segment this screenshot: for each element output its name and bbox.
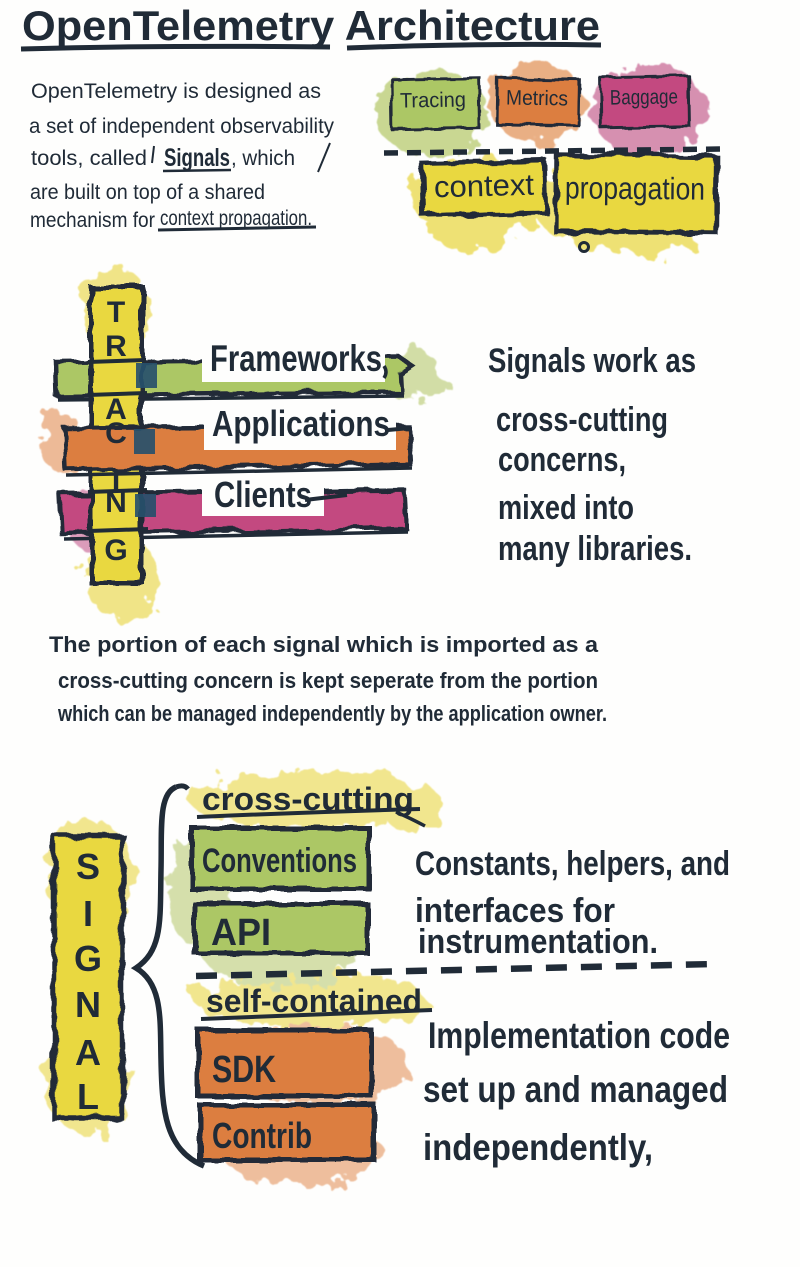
svg-text:I: I — [83, 893, 93, 934]
svg-text:context propagation.: context propagation. — [160, 207, 312, 230]
svg-text:, which: , which — [231, 147, 295, 170]
svg-text:SDK: SDK — [212, 1049, 276, 1091]
svg-text:L: L — [77, 1076, 99, 1117]
svg-text:cross-cutting concern is kept: cross-cutting concern is kept seperate f… — [58, 668, 598, 693]
svg-text:context: context — [434, 169, 536, 205]
svg-text:interfaces for: interfaces for — [415, 892, 615, 930]
svg-text:Signals: Signals — [164, 144, 230, 172]
svg-text:Applications: Applications — [212, 403, 390, 444]
svg-text:A: A — [105, 393, 127, 426]
svg-text:Contrib: Contrib — [212, 1115, 312, 1156]
svg-text:Signals work as: Signals work as — [488, 342, 696, 380]
svg-text:OpenTelemetry is designed as: OpenTelemetry is designed as — [31, 80, 321, 103]
svg-text:OpenTelemetry Architecture: OpenTelemetry Architecture — [22, 2, 600, 49]
svg-text:Conventions: Conventions — [202, 842, 357, 880]
svg-text:Constants, helpers, and: Constants, helpers, and — [415, 845, 730, 883]
svg-text:T: T — [107, 296, 125, 329]
svg-text:mechanism for: mechanism for — [30, 209, 155, 232]
svg-text:mixed into: mixed into — [498, 489, 634, 527]
svg-text:concerns,: concerns, — [498, 441, 626, 479]
svg-text:independently,: independently, — [423, 1127, 653, 1168]
svg-text:which can be managed independe: which can be managed independently by th… — [57, 701, 607, 726]
svg-text:Tracing: Tracing — [400, 88, 466, 112]
svg-text:set up and managed: set up and managed — [423, 1069, 728, 1110]
svg-text:A: A — [75, 1032, 101, 1073]
svg-text:Metrics: Metrics — [506, 86, 568, 110]
svg-text:Frameworks: Frameworks — [210, 338, 382, 379]
svg-text:G: G — [104, 534, 127, 567]
svg-text:Clients: Clients — [214, 474, 312, 515]
svg-text:The portion of each signal whi: The portion of each signal which is impo… — [49, 632, 599, 657]
svg-text:N: N — [75, 984, 101, 1025]
svg-text:cross-cutting: cross-cutting — [496, 401, 668, 439]
svg-text:S: S — [76, 846, 100, 887]
svg-text:tools, called: tools, called — [31, 147, 147, 170]
svg-text:R: R — [105, 330, 127, 363]
svg-text:Baggage: Baggage — [610, 85, 678, 109]
svg-text:propagation: propagation — [565, 170, 705, 206]
svg-text:a set of independent observabi: a set of independent observability — [29, 115, 334, 138]
svg-text:instrumentation.: instrumentation. — [418, 923, 658, 961]
svg-text:G: G — [74, 938, 102, 979]
svg-text:C: C — [105, 417, 127, 450]
svg-text:I: I — [112, 464, 120, 497]
svg-text:many libraries.: many libraries. — [498, 530, 692, 568]
svg-text:Implementation code: Implementation code — [428, 1015, 730, 1056]
svg-text:N: N — [105, 486, 127, 519]
svg-text:are built on top of a shared: are built on top of a shared — [30, 181, 265, 204]
svg-text:API: API — [211, 912, 271, 954]
